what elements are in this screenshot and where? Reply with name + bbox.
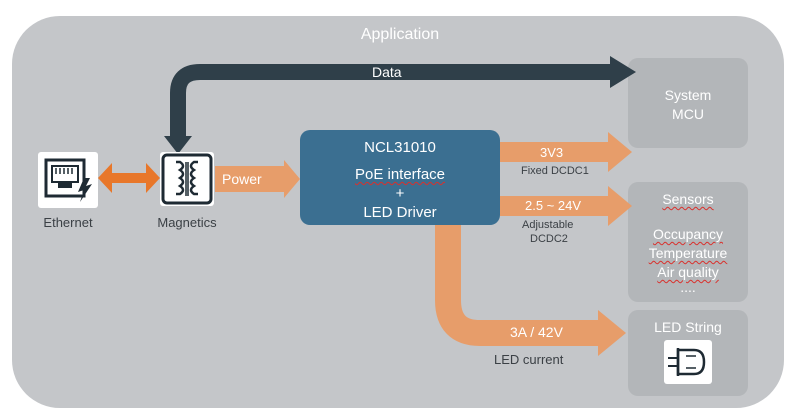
ncl-part-number: NCL31010 (364, 139, 436, 156)
ethernet-icon-box (38, 152, 98, 208)
ethernet-label: Ethernet (43, 215, 93, 230)
system-mcu-line1: System (664, 87, 712, 103)
data-label: Data (372, 64, 402, 80)
sensors-title: Sensors (662, 191, 714, 207)
led-current-value: 3A / 42V (510, 324, 563, 340)
ethernet-arrow-head-right (146, 163, 160, 193)
rail-3v3-desc: Fixed DCDC1 (521, 165, 589, 177)
sensor-item: Occupancy (652, 226, 724, 242)
led-bulb-icon (668, 348, 706, 376)
rail-adj-arrow-shaft (500, 196, 610, 216)
power-arrow-head (284, 160, 300, 198)
sensors-box: Sensors Occupancy Temperature Air qualit… (628, 182, 748, 302)
rail-3v3-arrow-shaft (500, 142, 610, 162)
sensor-item: Temperature (648, 245, 728, 261)
led-icon-box (664, 340, 712, 384)
led-current-arrow (435, 225, 600, 346)
sensor-item: .... (680, 279, 696, 295)
rail-adj-desc-line1: Adjustable (522, 219, 574, 231)
data-arrow-head-down (164, 136, 192, 154)
ncl-poe-interface: PoE interface (354, 166, 446, 183)
rail-adj-arrow-head (608, 186, 632, 226)
led-current-arrow-head (598, 310, 626, 356)
rail-adj-value: 2.5 ~ 24V (525, 198, 582, 213)
ncl-plus: + (395, 185, 405, 202)
data-arrow (170, 64, 612, 140)
magnetics-icon-box (160, 152, 214, 206)
power-label: Power (222, 171, 262, 187)
ethernet-arrow-head-left (98, 163, 112, 193)
magnetics-label: Magnetics (157, 215, 217, 230)
system-mcu-box: System MCU (628, 58, 748, 148)
led-string-label: LED String (654, 319, 722, 335)
rail-3v3-arrow-head (608, 132, 632, 172)
application-title: Application (360, 26, 440, 43)
ethernet-arrow-shaft (112, 173, 146, 183)
transformer-icon (161, 153, 213, 205)
ncl-led-driver: LED Driver (363, 204, 437, 221)
power-arrow-shaft (215, 166, 285, 192)
system-mcu-line2: MCU (672, 106, 704, 122)
rail-3v3-value: 3V3 (540, 145, 564, 160)
ncl31010-block: NCL31010 PoE interface + LED Driver (300, 130, 500, 225)
data-arrow-head-right (610, 56, 636, 88)
rail-adj-desc-line2: DCDC2 (530, 233, 568, 245)
ethernet-jack-icon (44, 158, 92, 202)
sensor-item: Air quality (657, 264, 719, 280)
led-current-label: LED current (494, 352, 564, 367)
